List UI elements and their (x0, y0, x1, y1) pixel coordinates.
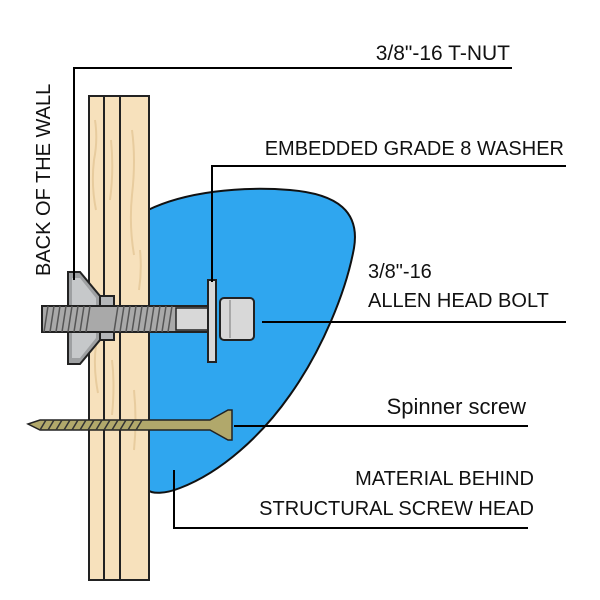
spinner-screw (26, 409, 233, 441)
material-label-line1: MATERIAL BEHIND (355, 468, 534, 490)
allen-head-bolt (41, 297, 255, 341)
washer-leader (211, 165, 566, 282)
spinner-label: Spinner screw (387, 394, 527, 419)
embedded-washer (207, 279, 217, 363)
tnut-leader (73, 67, 512, 280)
back-of-wall-label: BACK OF THE WALL (33, 84, 55, 276)
material-leader (173, 470, 528, 529)
climbing-hold-shape (147, 187, 356, 494)
bolt-label-line2: ALLEN HEAD BOLT (368, 290, 549, 312)
bolt-label-line1: 3/8"-16 (368, 261, 432, 283)
material-label-line2: STRUCTURAL SCREW HEAD (259, 498, 534, 520)
tnut-label: 3/8"-16 T-NUT (376, 42, 510, 65)
washer-label: EMBEDDED GRADE 8 WASHER (265, 138, 564, 160)
